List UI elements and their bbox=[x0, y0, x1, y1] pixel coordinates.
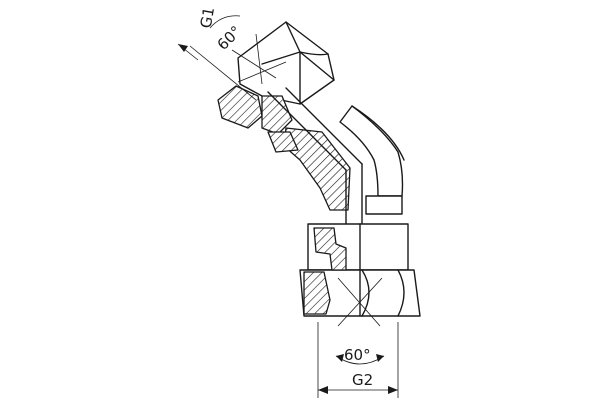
angle-lower-label: 60° bbox=[344, 346, 371, 364]
upper-section-hatched bbox=[217, 85, 351, 211]
port-g2-label: G2 bbox=[352, 371, 373, 389]
angle-upper-label: 60° bbox=[214, 22, 246, 54]
lower-body bbox=[299, 223, 421, 317]
dimensions bbox=[177, 15, 399, 398]
cone-lines bbox=[231, 33, 383, 327]
lower-section-hatched bbox=[303, 227, 347, 315]
port-g1-label: G1 bbox=[197, 6, 218, 30]
elbow-tube bbox=[339, 105, 405, 215]
